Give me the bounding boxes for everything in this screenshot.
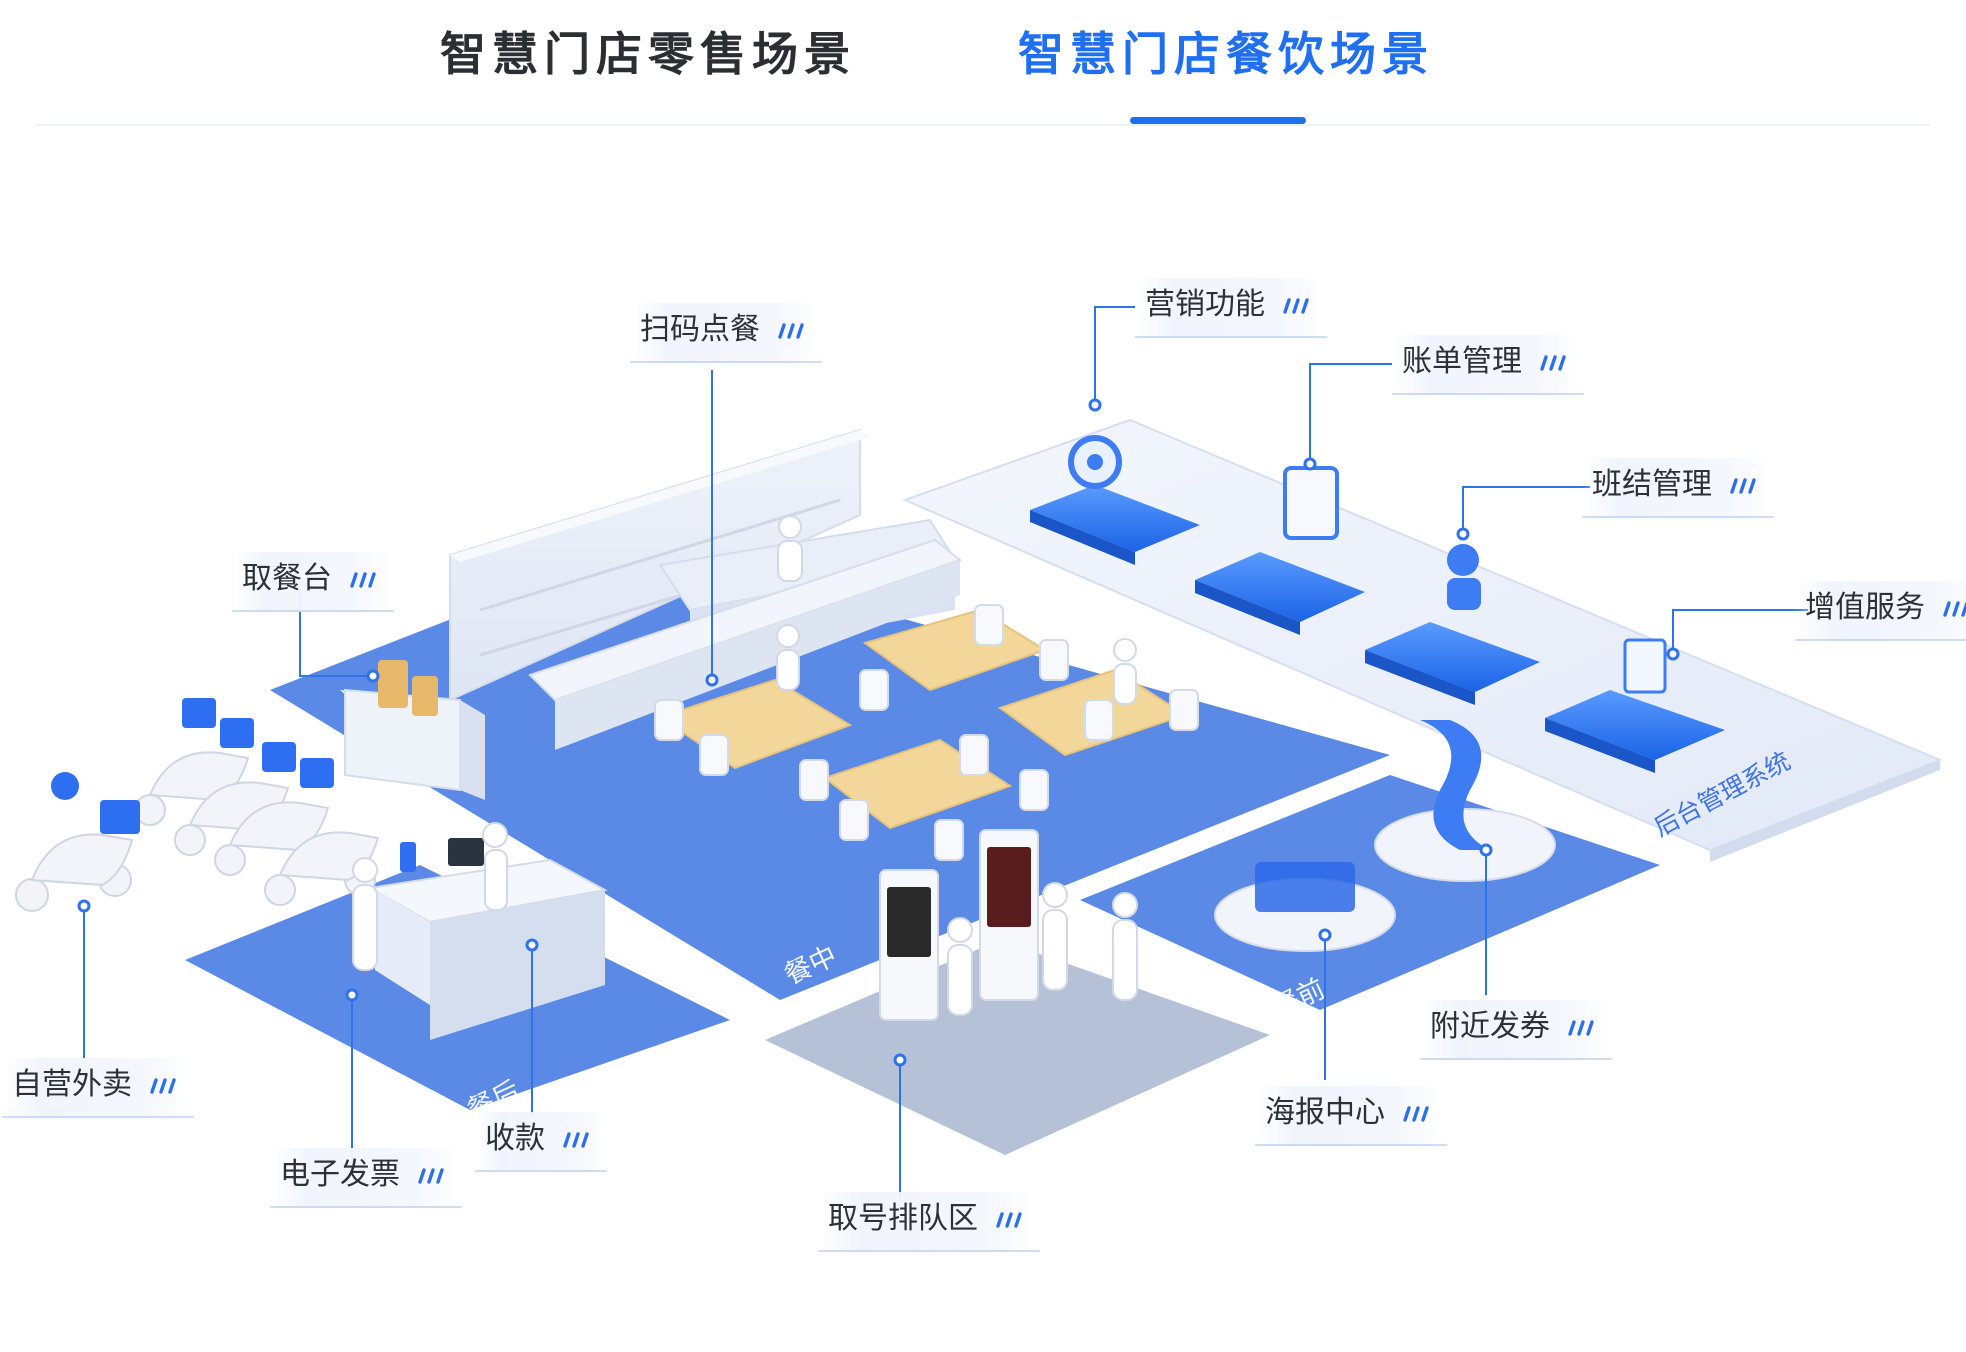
triple-slash-icon — [1566, 1019, 1598, 1036]
triple-slash-icon — [776, 322, 808, 339]
callout-self-delivery-label: 自营外卖 — [12, 1067, 132, 1102]
triple-slash-icon — [1941, 600, 1966, 617]
triple-slash-icon — [994, 1211, 1026, 1228]
callout-nearby-coupon-label: 附近发券 — [1430, 1009, 1550, 1044]
callout-poster-center[interactable]: 海报中心 — [1255, 1086, 1447, 1146]
triple-slash-icon — [416, 1167, 448, 1184]
triple-slash-icon — [348, 571, 380, 588]
callout-pickup-counter-label: 取餐台 — [242, 561, 332, 596]
callout-value-added-services[interactable]: 增值服务 — [1795, 581, 1966, 641]
callout-queue-area[interactable]: 取号排队区 — [818, 1192, 1040, 1252]
tab-retail-scene[interactable]: 智慧门店零售场景 — [440, 27, 856, 81]
triple-slash-icon — [1728, 477, 1760, 494]
callout-scan-order-label: 扫码点餐 — [640, 312, 760, 347]
callout-self-delivery[interactable]: 自营外卖 — [2, 1058, 194, 1118]
callout-shift-settlement-label: 班结管理 — [1592, 467, 1712, 502]
callout-checkout[interactable]: 收款 — [475, 1112, 607, 1172]
triple-slash-icon — [1538, 354, 1570, 371]
callout-value-added-label: 增值服务 — [1805, 590, 1925, 625]
callout-billing-label: 账单管理 — [1402, 344, 1522, 379]
callout-marketing-label: 营销功能 — [1145, 287, 1265, 322]
callout-billing[interactable]: 账单管理 — [1392, 335, 1584, 395]
callout-poster-center-label: 海报中心 — [1265, 1095, 1385, 1130]
triple-slash-icon — [148, 1077, 180, 1094]
callout-pickup-counter[interactable]: 取餐台 — [232, 552, 394, 612]
triple-slash-icon — [1401, 1105, 1433, 1122]
triple-slash-icon — [1281, 297, 1313, 314]
callout-scan-order[interactable]: 扫码点餐 — [630, 303, 822, 363]
tab-divider — [36, 124, 1930, 126]
callout-marketing[interactable]: 营销功能 — [1135, 278, 1327, 338]
callout-shift-settlement[interactable]: 班结管理 — [1582, 458, 1774, 518]
active-tab-indicator — [1130, 117, 1306, 124]
callout-nearby-coupon[interactable]: 附近发券 — [1420, 1000, 1612, 1060]
callout-queue-area-label: 取号排队区 — [828, 1201, 978, 1236]
callout-checkout-label: 收款 — [485, 1121, 545, 1156]
tab-catering-scene[interactable]: 智慧门店餐饮场景 — [1018, 27, 1434, 81]
triple-slash-icon — [561, 1131, 593, 1148]
callout-e-invoice-label: 电子发票 — [280, 1157, 400, 1192]
dining-floor — [270, 545, 1390, 1000]
callout-e-invoice[interactable]: 电子发票 — [270, 1148, 462, 1208]
